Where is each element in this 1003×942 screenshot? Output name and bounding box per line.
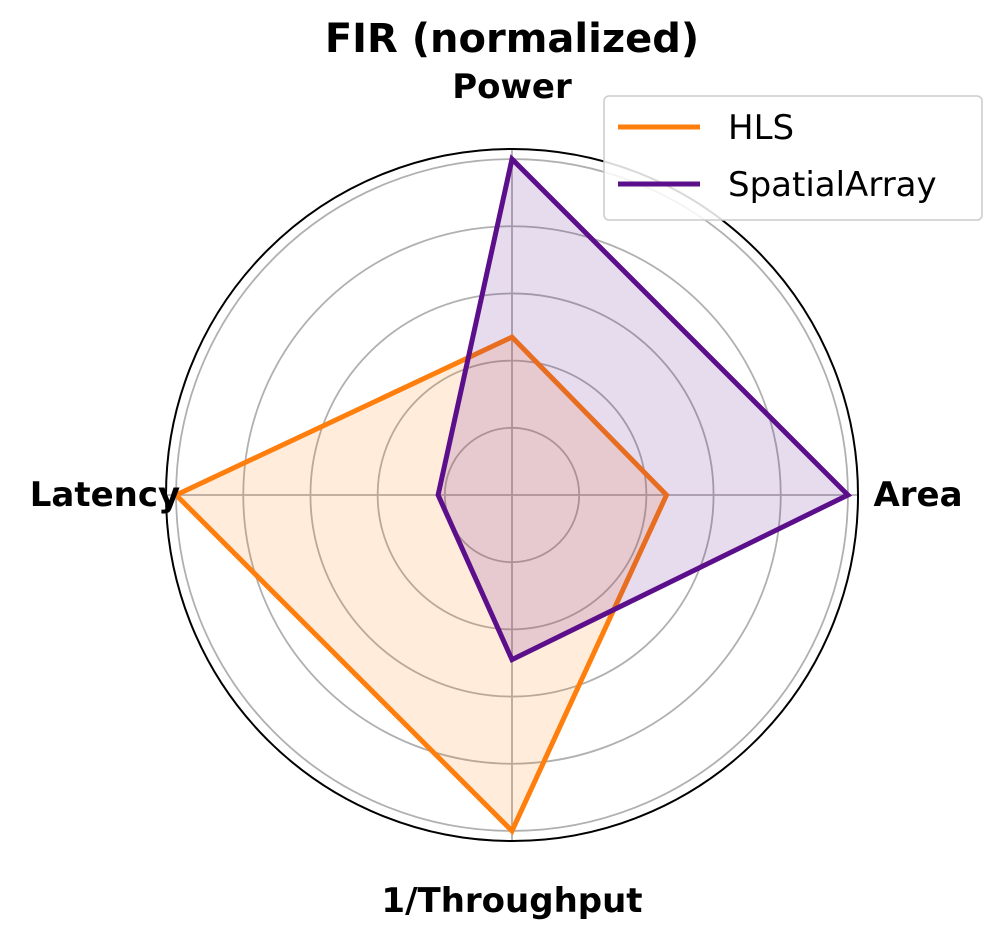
axis-label-area: Area <box>873 475 962 515</box>
radar-series <box>171 154 853 836</box>
chart-title: FIR (normalized) <box>325 16 699 62</box>
series-fill-hls <box>176 337 667 831</box>
axis-label-latency: Latency <box>30 475 180 515</box>
axis-label-throughput: 1/Throughput <box>381 881 642 921</box>
legend-label-hls: HLS <box>728 108 794 148</box>
series-fill-spatialarray <box>438 159 848 660</box>
legend: HLS SpatialArray <box>603 95 983 221</box>
axis-label-power: Power <box>452 67 572 107</box>
legend-label-spatialarray: SpatialArray <box>728 165 937 205</box>
axis-labels: Power Area 1/Throughput Latency <box>30 67 963 921</box>
outer-frame <box>165 148 859 842</box>
